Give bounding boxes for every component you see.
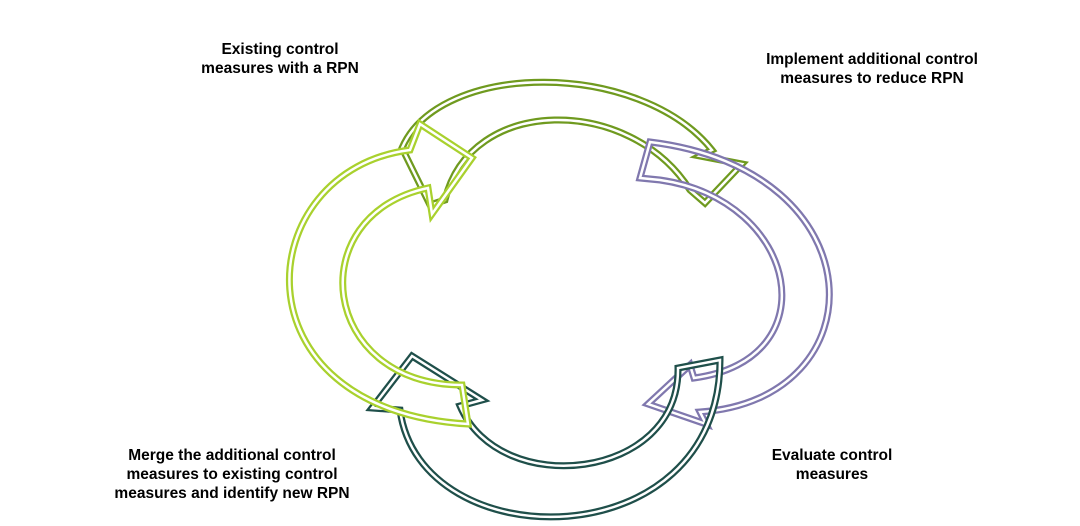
step-label-line: measures and identify new RPN bbox=[114, 485, 350, 502]
step-label-implement: Implement additional control measures to… bbox=[712, 50, 1032, 88]
step-label-line: measures with a RPN bbox=[201, 60, 359, 77]
step-label-line: measures to existing control bbox=[126, 466, 338, 483]
arrow-merge-to-existing bbox=[286, 118, 477, 428]
step-label-line: Evaluate control bbox=[771, 447, 893, 464]
step-label-existing: Existing control measures with a RPN bbox=[150, 40, 410, 78]
step-label-merge: Merge the additional control measures to… bbox=[52, 446, 412, 503]
step-label-evaluate: Evaluate control measures bbox=[722, 446, 942, 484]
step-label-line: measures bbox=[795, 466, 869, 483]
step-label-line: Merge the additional control bbox=[128, 447, 336, 464]
arrow-existing-to-implement bbox=[398, 78, 749, 210]
step-label-line: Implement additional control bbox=[766, 51, 978, 68]
step-label-line: Existing control bbox=[221, 41, 339, 58]
arrow-implement-to-evaluate bbox=[635, 138, 833, 431]
step-label-line: measures to reduce RPN bbox=[780, 70, 964, 87]
